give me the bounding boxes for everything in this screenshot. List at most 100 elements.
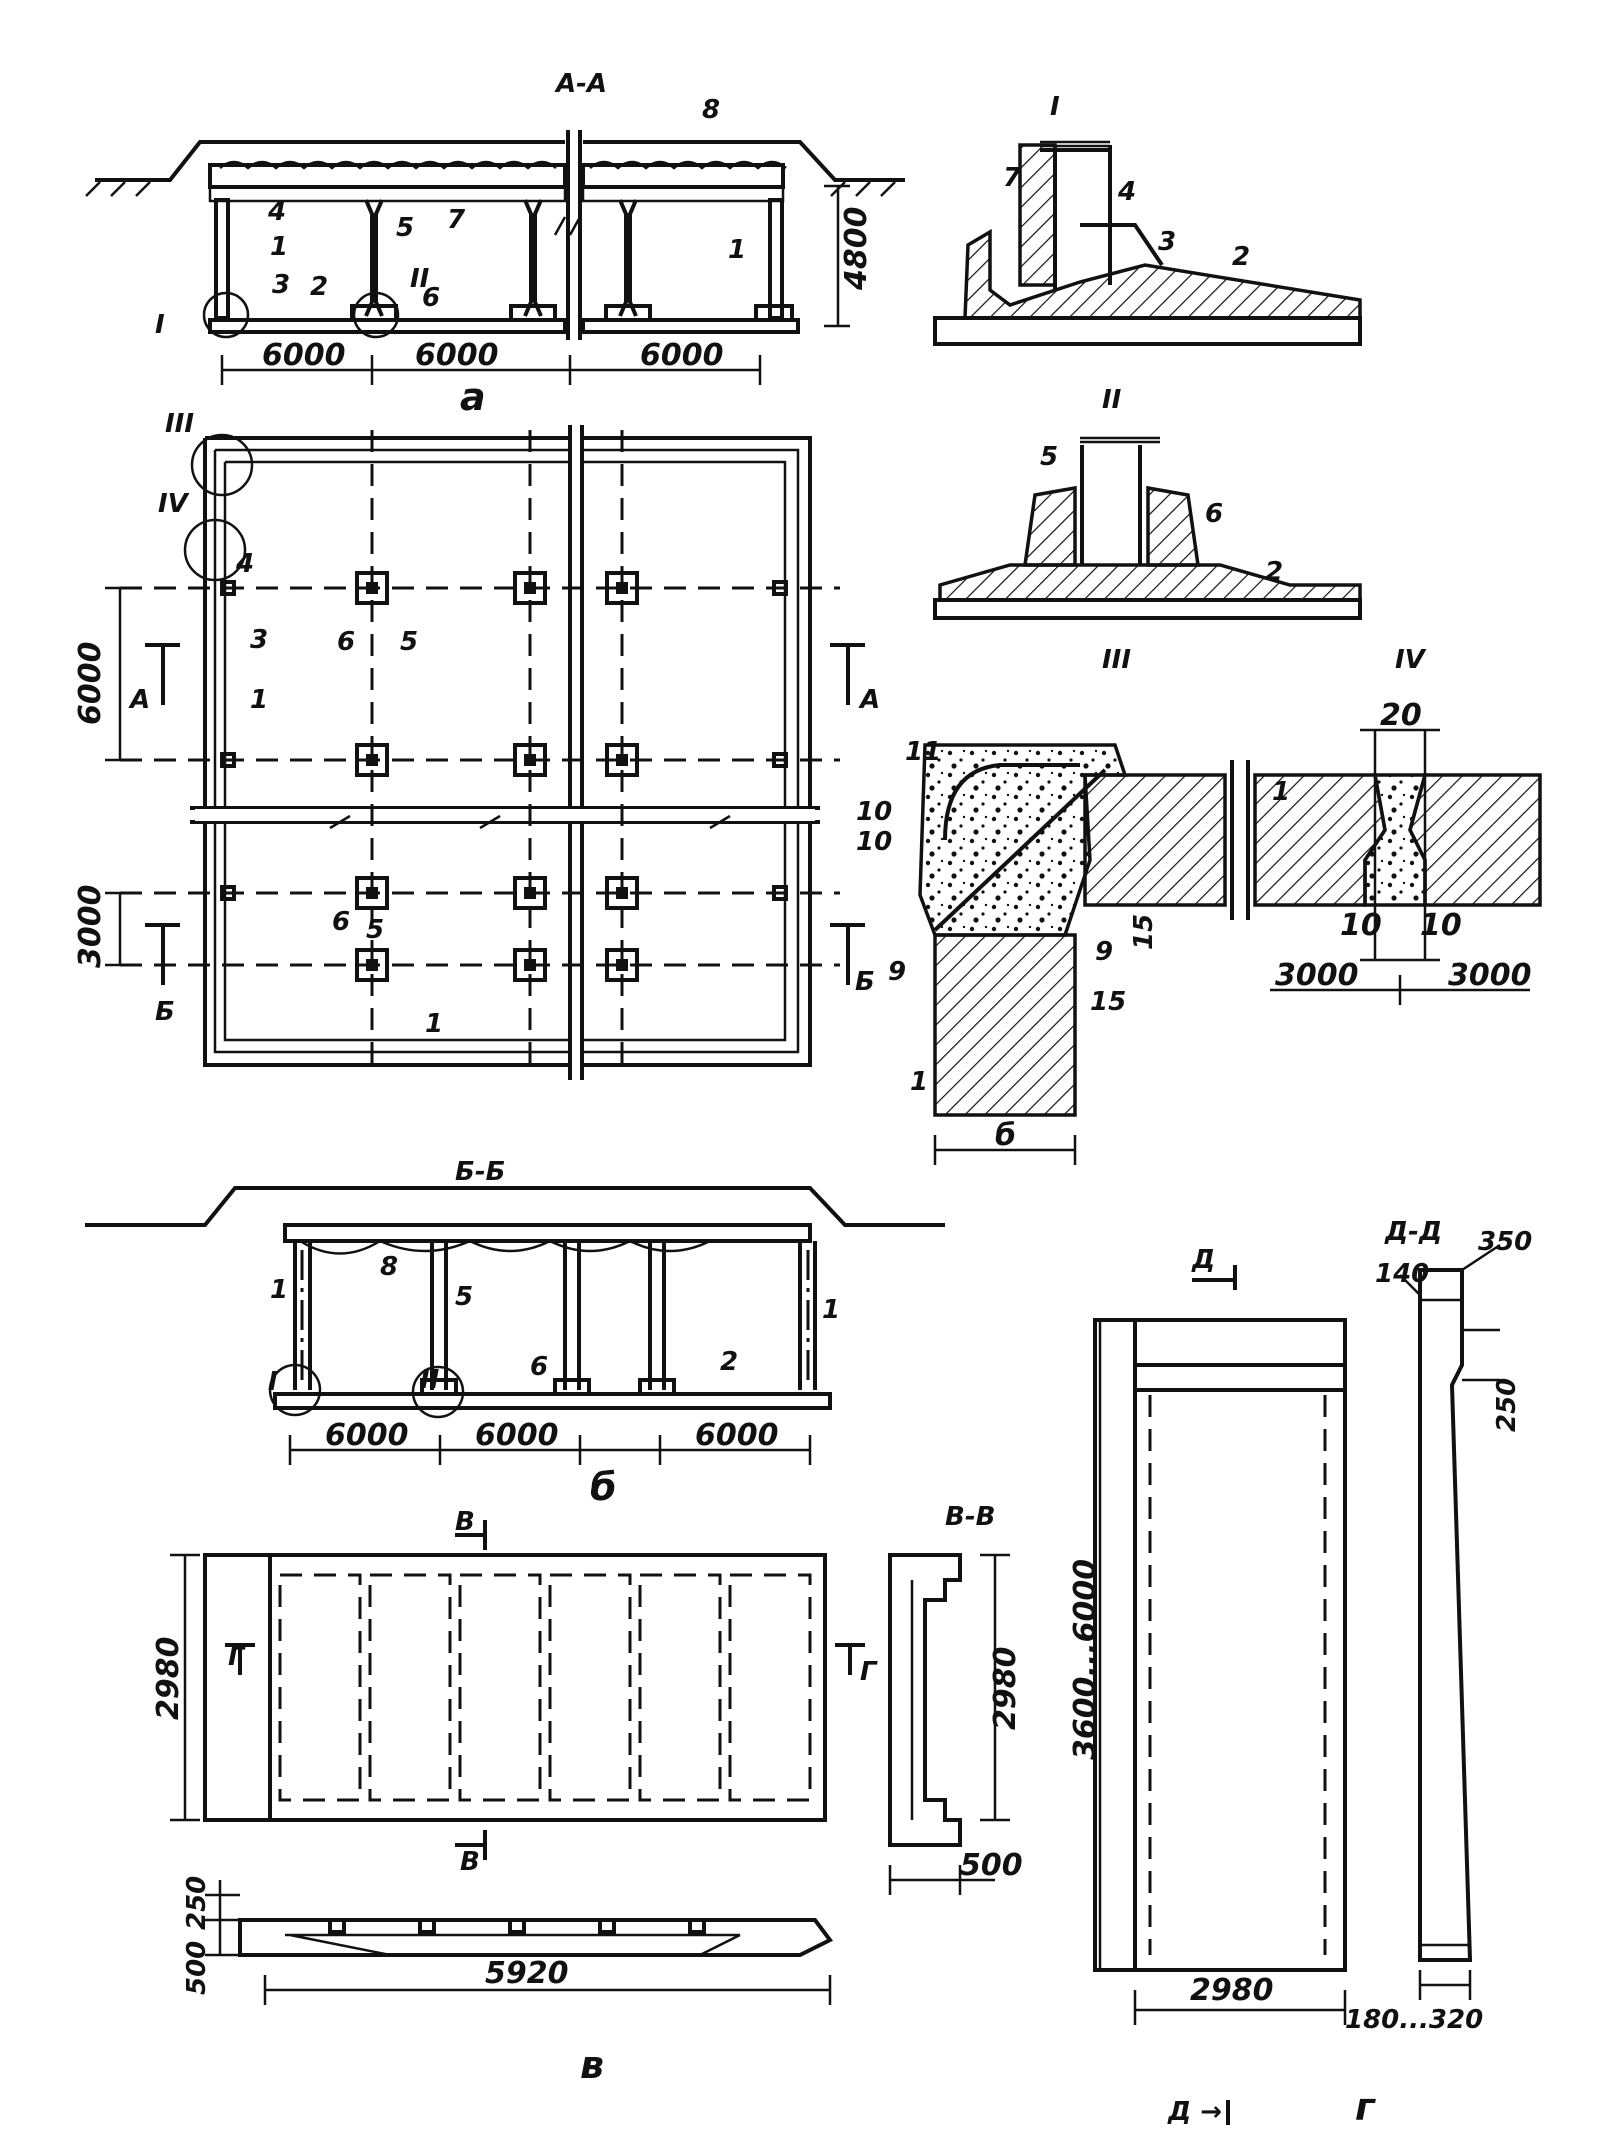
dim-joint-20: 20 [1380,698,1422,733]
dim-plan-6000-text: 6000 [73,642,108,726]
cut-label-D-top: Д [1191,1245,1215,1275]
section-vv-profile [888,1553,962,1847]
wall-aa-left [214,198,230,320]
column-aa-3 [618,199,638,317]
dim-joint-10a: 10 [1340,908,1382,943]
slab-dim-width [170,1553,200,1822]
section-dd-profile [1418,1268,1473,1962]
part-label-9b: 9 [1095,937,1113,967]
part-label-2-bb: 2 [720,1347,738,1377]
plan-column [513,876,547,910]
slab-cell [278,1573,362,1802]
view-letter-a: а [460,375,486,419]
break-mark-aa [553,216,582,236]
slab-profile-ribs [328,1920,706,1934]
slab-dim-length-line [263,1975,832,2005]
detail-circle-II-bb [411,1365,465,1419]
view-letter-v: в [580,2043,604,2087]
part-label-1-det4: 1 [1272,777,1290,807]
panel-dim-width: 2980 [1190,1973,1274,2008]
plan-column [605,948,639,982]
detail-III-break [1230,760,1250,920]
part-label-10b: 10 [856,827,892,857]
detail-III-hook-rebar [943,763,1080,841]
plan-column-core [366,754,378,766]
col-footing-bb-2 [553,1378,591,1396]
detail-I-wall-panel [1018,143,1057,287]
cut-mark-A-right [830,643,865,705]
cut-label-V-top: В [455,1507,475,1537]
detail-circle-IV-plan [183,518,247,582]
dim-plan-3000-text: 3000 [73,885,108,969]
cut-label-A-left: А [128,685,150,715]
panel-outline [1093,1318,1347,1972]
detail-mark-II-aa: II [410,264,430,294]
roof-slab-bb [283,1223,812,1243]
section-aa-title: А-А [554,69,607,99]
detail-I-bracket [1080,223,1164,267]
slab-dim-250: 250 [182,1876,212,1930]
detail-II-column [1080,445,1142,565]
detail-mark-II-bb: II [420,1365,440,1395]
dim-height-aa [824,184,850,328]
section-bb-title: Б-Б [455,1157,505,1187]
section-aa: А-А I II 4 1 3 2 [85,69,905,419]
dim-gap-15b: 15 [1129,914,1159,950]
column-aa-1 [364,199,384,317]
columns-bb [430,1241,666,1390]
plan-wall-column [772,752,788,768]
slab-dim-length: 5920 [485,1956,569,1991]
detail-II: II 5 6 2 III [933,385,1362,675]
plan-column-core [616,754,628,766]
plan-column [355,948,389,982]
plan-break-horizontal [190,806,820,824]
detail-circle-I-bb [268,1363,322,1417]
plan-column [513,571,547,605]
wall-aa-right [768,198,784,320]
slab-cell [548,1573,632,1802]
detail-circle-III-plan [190,433,254,497]
detail-III-dim-b-text: б [995,1118,1016,1153]
part-label-3-det1: 3 [1158,227,1176,257]
plan-column [605,876,639,910]
part-label-5-plan: 5 [400,627,418,657]
part-label-6b-plan: 6 [332,907,350,937]
detail-mark-IV-plan: IV [158,489,190,519]
detail-mark-I-bb: I [268,1367,278,1397]
slab-plan-cells [278,1573,812,1802]
dim-half-3000-b: 3000 [1448,958,1532,993]
slab-view: В 2980 Г Г В 250 500 5920 в [151,1507,878,2087]
part-label-2-det1: 2 [1232,242,1250,272]
plan-column-core [366,887,378,899]
panel-dim-width-line [1133,1990,1347,2025]
detail-mark-III-plan: III [165,409,194,439]
part-label-8-aa: 8 [702,95,720,125]
plan-column [605,743,639,777]
cut-mark-V-top [455,1520,487,1550]
plan-column-core [616,887,628,899]
part-label-4-det1: 4 [1117,177,1136,207]
dim-plan-3000 [105,891,135,967]
plan-column [355,876,389,910]
section-dd-dim-thick-line [1418,1970,1472,2000]
cut-label-G-right: Г [860,1657,878,1687]
plan-break-gap [195,809,815,821]
roof-ribs-aa [219,160,787,170]
plan-inner-wall-2 [223,460,787,1042]
slab-cell [368,1573,452,1802]
cut-mark-G-right [835,1643,865,1675]
section-dd-dim-thick: 180...320 [1345,2005,1483,2035]
girder-aa-left [208,185,567,203]
col-footing-bb-3 [638,1378,676,1396]
section-dd: Д-Д 350 140 250 180...320 [1345,1217,1532,2035]
part-label-6-bb: 6 [530,1352,548,1382]
plan-axis-horizontal [120,586,840,967]
section-dd-lines [1420,1298,1468,1947]
break-line-aa [566,130,582,340]
plan-column [513,948,547,982]
column-footing-aa-1 [350,304,398,322]
detail-III-panel-horizontal [1083,773,1227,907]
detail-I: I 7 4 3 2 [933,92,1362,346]
slab-profile-dims [205,1880,240,1957]
cut-label-B-right: Б [855,967,875,997]
